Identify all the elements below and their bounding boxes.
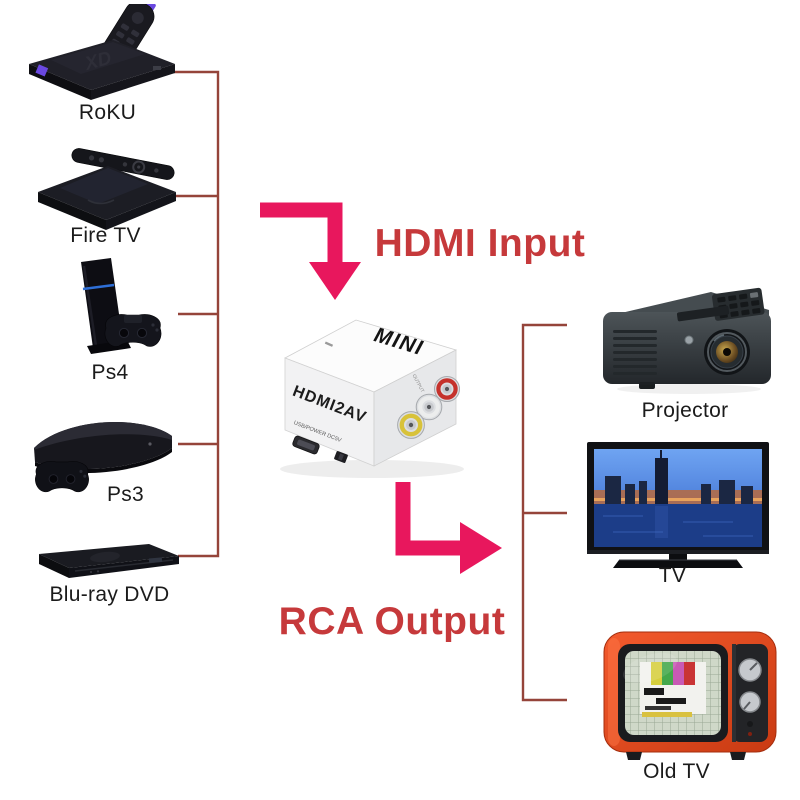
left-bracket [172, 70, 220, 558]
hdmi-input-heading: HDMI Input [374, 222, 586, 265]
device-label-firetv: Fire TV [70, 224, 141, 247]
rca-output-arrow [395, 482, 502, 574]
projector-body [603, 287, 771, 394]
ps4-device-image [81, 258, 162, 354]
tv-frame [587, 442, 769, 568]
roku-device-image: XD [29, 4, 175, 100]
device-label-oldtv: Old TV [643, 760, 710, 783]
ps3-device-image [34, 422, 172, 493]
firetv-device-image [38, 148, 176, 230]
hdmi-input-arrow [260, 202, 361, 300]
firetv-remote [71, 148, 175, 180]
mini-usb-port [292, 435, 320, 455]
tv-device-image [587, 442, 769, 568]
converter-right-face [373, 349, 457, 467]
device-label-ps4: Ps4 [91, 361, 129, 384]
projector-lens [704, 329, 750, 375]
tv-stand [613, 554, 743, 568]
device-label-roku: RoKU [78, 101, 137, 124]
ps3-console [34, 422, 172, 474]
rca-output-heading: RCA Output [278, 600, 506, 643]
projector-device-image [603, 287, 771, 394]
oldtv-device-image [603, 631, 777, 760]
device-label-tv: TV [658, 564, 687, 587]
rca-jack-white [415, 393, 443, 421]
converter-device: MINI HDMI2AV USB/POWER DC5V OUTPUT [280, 319, 464, 478]
rca-jack-yellow [397, 411, 425, 439]
hdmi-port-mark [324, 341, 334, 347]
oldtv-test-pattern [640, 662, 706, 717]
ps3-controller [35, 461, 89, 493]
projector-keypad [712, 287, 765, 321]
oldtv-screen [623, 651, 721, 735]
oldtv-body [603, 631, 777, 760]
oldtv-control-panel [732, 644, 768, 742]
roku-box: XD [29, 40, 175, 100]
tv-screen [594, 449, 762, 547]
mode-switch [334, 450, 348, 464]
ps4-light-bar [82, 283, 115, 291]
oldtv-knob-top [738, 658, 762, 682]
oldtv-knob-bottom [739, 691, 761, 713]
device-label-bluray: Blu-ray DVD [49, 583, 170, 606]
device-label-projector: Projector [641, 399, 729, 422]
ps4-controller [104, 314, 162, 347]
firetv-box [38, 166, 176, 230]
tv-screen-tower [655, 458, 668, 504]
projector-vents [613, 330, 657, 375]
bluray-device-image [39, 544, 179, 578]
rca-jack-red [434, 376, 460, 402]
right-bracket [521, 323, 567, 702]
device-label-ps3: Ps3 [106, 483, 145, 506]
bluray-player [39, 544, 179, 578]
